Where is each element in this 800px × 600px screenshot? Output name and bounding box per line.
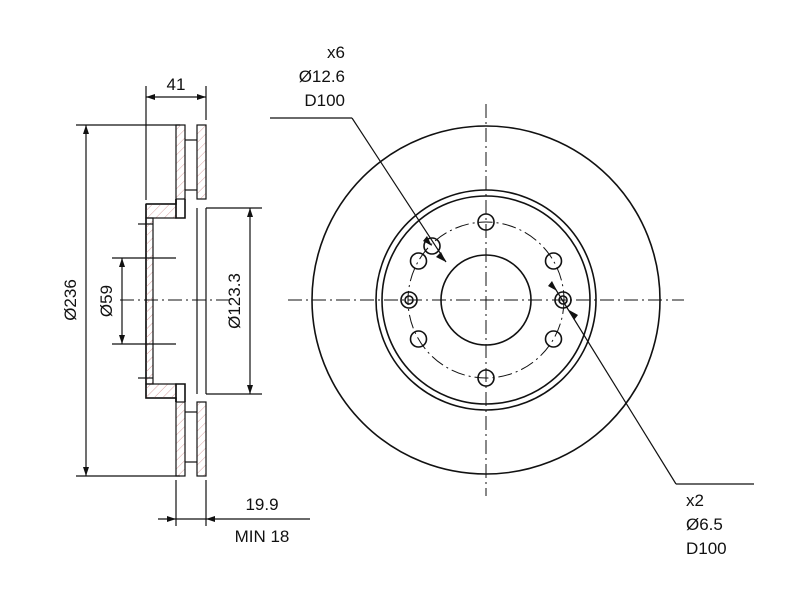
side-view: 41 Ø236 Ø59 Ø123.3: [61, 75, 310, 546]
outer-diameter-dimension: Ø236: [61, 124, 180, 477]
bolt-holes: [409, 213, 563, 387]
pilot-hole-callout: x2 Ø6.5 D100: [548, 281, 754, 558]
bolt-hole: [544, 252, 563, 270]
bolt-hole-diameter-label: Ø12.6: [299, 67, 345, 86]
width-label: 41: [167, 75, 186, 94]
center-bore-dimension: Ø59: [97, 257, 153, 345]
hat-inner-edge: [381, 195, 591, 405]
width-dimension: 41: [145, 75, 207, 200]
pitch-circle: [407, 221, 565, 379]
bolt-hole: [409, 330, 428, 348]
pilot-hole-outer: [554, 291, 572, 309]
center-bore: [440, 254, 532, 346]
pilot-hole-inner: [558, 295, 568, 305]
outer-diameter-label: Ø236: [61, 279, 80, 321]
bolt-hole: [544, 330, 563, 348]
pilot-holes: [400, 291, 572, 309]
hat-outer-edge: [375, 189, 597, 411]
bolt-hole: [477, 369, 495, 387]
thickness-dimension: 19.9 MIN 18: [158, 480, 310, 546]
pilot-hole-diameter-label: Ø6.5: [686, 515, 723, 534]
center-bore-label: Ø59: [97, 285, 116, 317]
pilot-hole-count-label: x2: [686, 491, 704, 510]
pilot-hole-outer: [400, 291, 418, 309]
hat-diameter-dimension: Ø123.3: [206, 207, 262, 395]
bolt-hole-pcd-label: D100: [304, 91, 345, 110]
hat-diameter-label: Ø123.3: [225, 273, 244, 329]
front-view: x6 Ø12.6 D100 x2 Ø6.5 D100: [270, 43, 754, 558]
thickness-label: 19.9: [245, 495, 278, 514]
pilot-hole-pcd-label: D100: [686, 539, 727, 558]
bolt-hole-count-label: x6: [327, 43, 345, 62]
min-thickness-label: MIN 18: [235, 527, 290, 546]
bolt-hole: [477, 213, 495, 231]
disc-section-profile: [138, 124, 207, 477]
pilot-hole-inner: [404, 295, 414, 305]
bolt-hole-callout: x6 Ø12.6 D100: [270, 43, 447, 263]
outer-disc-edge: [311, 125, 661, 475]
bolt-hole: [409, 252, 428, 270]
bolt-hole-marked: [423, 237, 441, 255]
